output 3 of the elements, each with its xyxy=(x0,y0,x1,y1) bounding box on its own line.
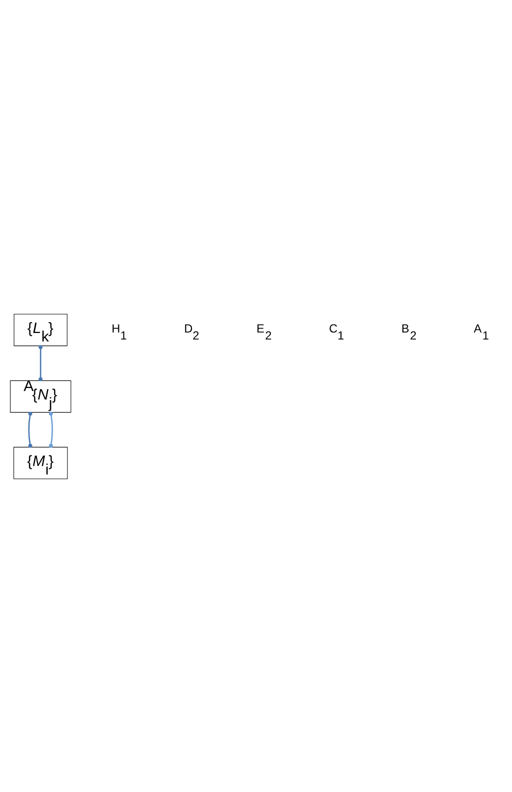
connector xyxy=(48,411,53,448)
connector xyxy=(38,344,43,381)
connector xyxy=(28,411,32,448)
